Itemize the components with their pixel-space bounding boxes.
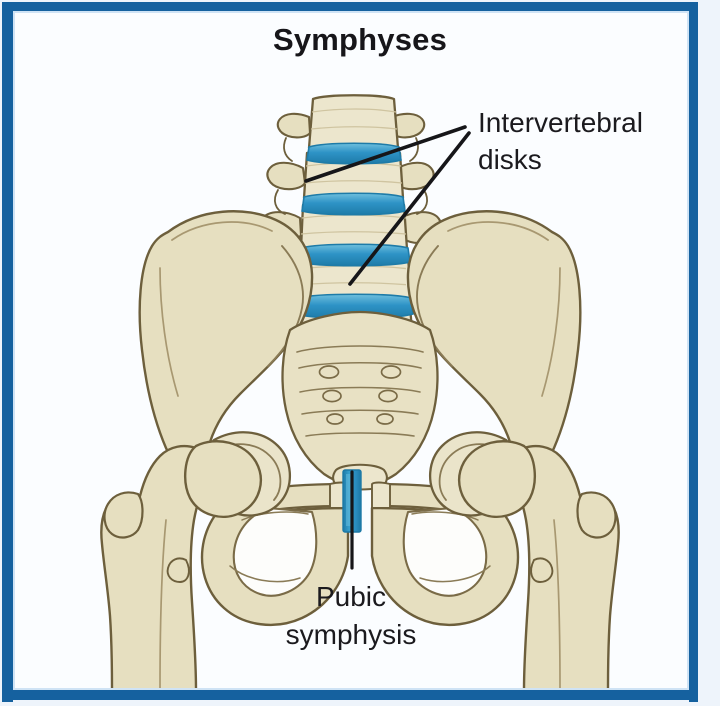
sacral-foramen-l3 (326, 413, 344, 425)
label-pubic-symphysis: Pubic symphysis (0, 578, 702, 654)
pelvis-group (100, 210, 620, 688)
label-intervertebral-disks: Intervertebral disks (478, 104, 718, 178)
ilium-left-crest-highlight (171, 221, 273, 241)
ilium-right-inner-ridge (541, 267, 561, 397)
leader-lines-group (304, 125, 471, 570)
leader-line-disk-lower (348, 131, 471, 286)
intervertebral-disk-3 (298, 243, 411, 267)
transverse-process-l2-left (266, 161, 307, 191)
pubic-body-right (371, 481, 391, 509)
sacral-foramen-l1 (318, 365, 340, 379)
leader-line-disk-upper (304, 125, 467, 183)
femur-head-left (184, 440, 262, 519)
sacral-foramen-r2 (378, 389, 398, 403)
frame-border-left (2, 2, 13, 702)
ilium-right-crest-highlight (447, 221, 549, 241)
pubic-symphysis-highlight (346, 474, 351, 526)
ilium-left-arcuate-line (267, 245, 304, 367)
transverse-process-l1-right (390, 112, 426, 139)
sacral-foramen-l2 (322, 389, 342, 403)
sacrum (281, 310, 439, 488)
ilium-left-inner-ridge (159, 267, 179, 397)
lesser-trochanter-left (166, 557, 190, 583)
femur-head-right (458, 440, 536, 519)
frame-border-top (2, 2, 698, 11)
label-intervertebral-disks-line1: Intervertebral (478, 107, 643, 138)
obturator-detail-lines (229, 511, 491, 583)
sacral-foramina (318, 365, 402, 425)
femur-left-shaft-line (159, 519, 167, 688)
sacral-foramen-r3 (376, 413, 394, 425)
intervertebral-disk-2 (301, 192, 406, 216)
greater-trochanter-right (576, 491, 617, 539)
femur-right-shaft-line (553, 519, 561, 688)
label-pubic-symphysis-line1: Pubic (315, 581, 387, 612)
intervertebral-disk-1 (306, 142, 402, 165)
label-pubic-symphysis-line2: symphysis (285, 619, 417, 650)
obturator-foramen-right (402, 506, 488, 597)
label-intervertebral-disks-line2: disks (478, 144, 542, 175)
frame-border-right (689, 2, 698, 702)
sacrum-transverse-lines (296, 345, 424, 437)
frame-border-bottom (2, 690, 698, 700)
transverse-process-l1-left (276, 112, 312, 139)
sacral-foramen-r1 (380, 365, 402, 379)
anatomy-illustration (15, 13, 687, 688)
obturator-foramen-left (232, 506, 318, 597)
intervertebral-disks-group (294, 142, 415, 355)
ilium-right-arcuate-line (416, 245, 453, 367)
figure-title: Symphyses (272, 22, 448, 57)
greater-trochanter-left (103, 491, 144, 539)
anatomy-svg (100, 94, 620, 688)
lesser-trochanter-right (530, 557, 554, 583)
